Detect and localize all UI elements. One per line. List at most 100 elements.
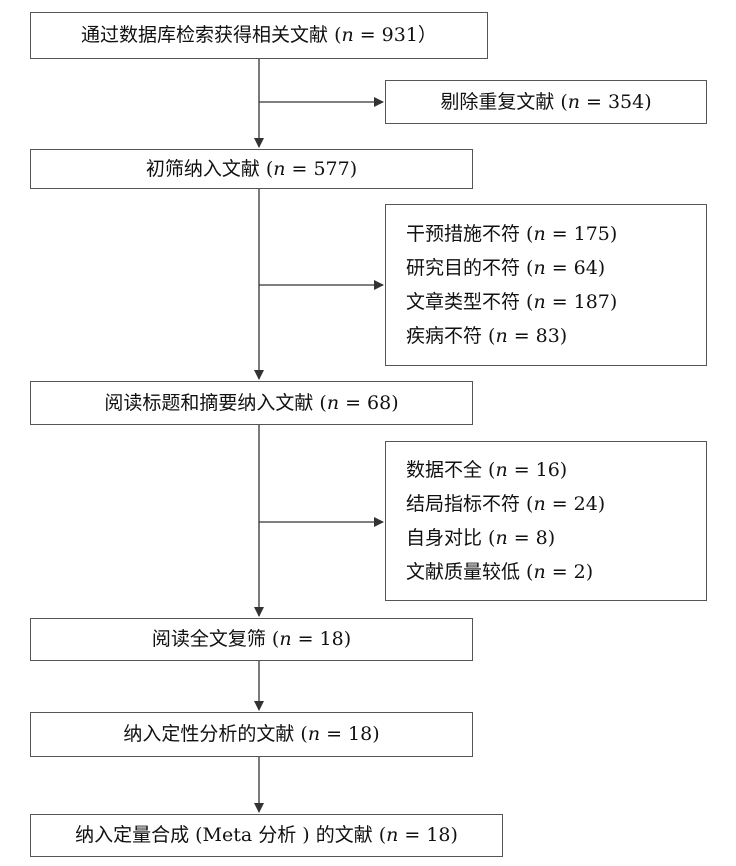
equals-sign: =: [345, 391, 361, 414]
exclusion-label: 文献质量较低: [406, 560, 521, 583]
paren-close: ): [343, 628, 352, 650]
paren-close: ): [450, 824, 458, 846]
exclusion-label: 数据不全: [406, 458, 483, 481]
paren-close: ): [391, 391, 399, 414]
paren-close: ): [609, 290, 618, 313]
exclusion-item: 结局指标不符 (n=24): [406, 487, 706, 521]
n-symbol: n: [273, 157, 286, 180]
paren-close: ): [372, 723, 380, 745]
n-symbol: n: [341, 24, 354, 46]
step-count: 68: [367, 391, 392, 414]
step-title-abstract: 阅读标题和摘要纳入文献 (n=68): [30, 381, 473, 425]
paren-close: ): [585, 560, 594, 583]
exclusion-count: 354: [607, 90, 645, 113]
paren-close: ): [349, 157, 358, 180]
step-count: 577: [313, 157, 350, 180]
exclusion-count: 175: [573, 222, 610, 245]
exclusion-label: 疾病不符: [406, 324, 483, 347]
step-label: 纳入定性分析的文献: [123, 723, 295, 745]
paren-open: (: [334, 24, 342, 46]
step-label: 通过数据库检索获得相关文献: [81, 24, 329, 46]
step-qualitative: 纳入定性分析的文献 (n=18): [30, 712, 473, 757]
equals-sign: =: [551, 222, 568, 245]
step-label: 纳入定量合成 (Meta 分析 ) 的文献: [75, 824, 373, 846]
paren-close: ): [644, 90, 652, 113]
exclusion-count: 2: [573, 560, 586, 583]
equals-sign: =: [513, 526, 530, 549]
exclusion-item: 文章类型不符 (n=187): [406, 285, 706, 319]
step-label: 初筛纳入文献: [145, 157, 260, 180]
paren-open: (: [488, 324, 496, 347]
exclusion-label: 研究目的不符: [406, 256, 521, 279]
exclusion-item: 自身对比 (n=8): [406, 521, 706, 555]
equals-sign: =: [404, 824, 421, 846]
equals-sign: =: [297, 628, 314, 650]
paren-open: (: [526, 560, 534, 583]
paren-open: (: [560, 90, 568, 113]
step-count: 931: [381, 24, 418, 46]
exclusion-item: 疾病不符 (n=83): [406, 319, 706, 353]
n-symbol: n: [533, 256, 546, 279]
n-symbol: n: [567, 90, 581, 113]
step-label: 阅读标题和摘要纳入文献: [104, 391, 314, 414]
paren-open: (: [488, 458, 496, 481]
equals-sign: =: [513, 324, 530, 347]
equals-sign: =: [326, 723, 342, 745]
paren-close: ): [547, 526, 556, 549]
paren-open: (: [378, 824, 387, 846]
n-symbol: n: [279, 628, 292, 650]
equals-sign: =: [551, 256, 568, 279]
step-meta-analysis: 纳入定量合成 (Meta 分析 ) 的文献 (n=18): [30, 814, 503, 857]
exclusion-duplicates: 剔除重复文献 (n=354): [385, 80, 707, 124]
exclusion-count: 83: [535, 324, 560, 347]
exclusion-title-abstract: 数据不全 (n=16) 结局指标不符 (n=24) 自身对比 (n=8) 文献质…: [385, 441, 707, 601]
n-symbol: n: [386, 824, 399, 846]
exclusion-item: 文献质量较低 (n=2): [406, 555, 706, 589]
exclusion-initial-screen: 干预措施不符 (n=175) 研究目的不符 (n=64) 文章类型不符 (n=1…: [385, 204, 707, 366]
equals-sign: =: [291, 157, 308, 180]
equals-sign: =: [551, 492, 568, 515]
paren-close: ）: [417, 24, 437, 46]
exclusion-count: 16: [535, 458, 560, 481]
paren-open: (: [265, 157, 274, 180]
step-initial-screen: 初筛纳入文献 (n=577): [30, 149, 473, 189]
step-fulltext-rescreen: 阅读全文复筛 (n=18): [30, 618, 473, 661]
equals-sign: =: [359, 24, 376, 46]
exclusion-count: 24: [573, 492, 598, 515]
equals-sign: =: [586, 90, 602, 113]
n-symbol: n: [533, 492, 546, 515]
equals-sign: =: [551, 290, 568, 313]
paren-open: (: [271, 628, 280, 650]
n-symbol: n: [495, 458, 508, 481]
equals-sign: =: [551, 560, 568, 583]
step-count: 18: [319, 628, 344, 650]
step-database-search: 通过数据库检索获得相关文献 (n=931）: [30, 12, 488, 59]
exclusion-count: 8: [535, 526, 548, 549]
step-label: 阅读全文复筛: [151, 628, 266, 650]
exclusion-item: 干预措施不符 (n=175): [406, 217, 706, 251]
paren-open: (: [526, 256, 534, 279]
exclusion-item: 数据不全 (n=16): [406, 453, 706, 487]
paren-open: (: [526, 222, 534, 245]
paren-open: (: [488, 526, 496, 549]
n-symbol: n: [533, 290, 546, 313]
n-symbol: n: [533, 560, 546, 583]
paren-open: (: [300, 723, 308, 745]
paren-close: ): [559, 324, 568, 347]
n-symbol: n: [533, 222, 546, 245]
n-symbol: n: [307, 723, 321, 745]
exclusion-label: 剔除重复文献: [440, 90, 555, 113]
paren-open: (: [526, 290, 534, 313]
paren-close: ): [597, 492, 606, 515]
paren-open: (: [319, 391, 327, 414]
paren-close: ): [559, 458, 568, 481]
exclusion-label: 文章类型不符: [406, 290, 521, 313]
n-symbol: n: [495, 324, 508, 347]
n-symbol: n: [495, 526, 508, 549]
exclusion-label: 干预措施不符: [406, 222, 521, 245]
paren-close: ): [597, 256, 606, 279]
equals-sign: =: [513, 458, 530, 481]
exclusion-count: 64: [573, 256, 598, 279]
step-count: 18: [426, 824, 451, 846]
